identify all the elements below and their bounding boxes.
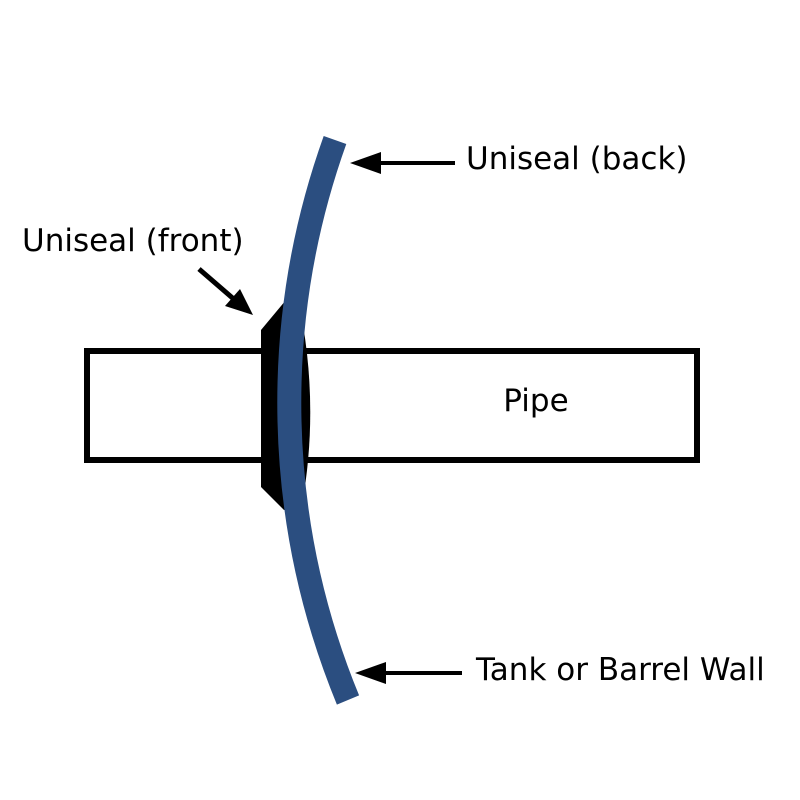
arrow-uniseal-back-icon xyxy=(350,152,455,174)
label-tank-wall: Tank or Barrel Wall xyxy=(476,652,765,688)
label-pipe: Pipe xyxy=(503,383,569,419)
label-uniseal-back: Uniseal (back) xyxy=(466,141,688,177)
arrow-uniseal-front-icon xyxy=(197,267,253,315)
arrow-tank-wall-icon xyxy=(355,662,462,684)
label-uniseal-front: Uniseal (front) xyxy=(22,223,244,259)
tank-wall-arc xyxy=(277,135,360,705)
pipe-outline xyxy=(84,348,700,463)
